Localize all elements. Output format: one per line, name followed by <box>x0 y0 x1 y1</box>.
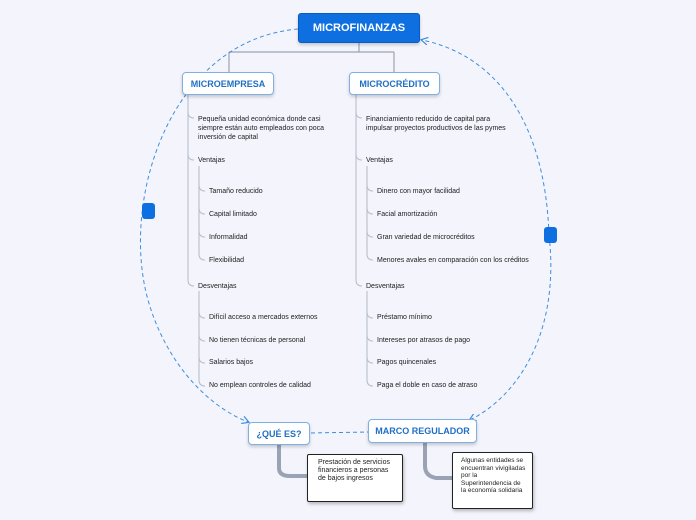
right-tree-trunk <box>355 95 363 287</box>
left-ventajas-branch <box>198 166 206 261</box>
que-es-node[interactable]: ¿QUÉ ES? <box>248 422 310 445</box>
left-ventaja-item: Tamaño reducido <box>209 188 263 195</box>
handle-left[interactable] <box>142 203 155 219</box>
note-connector-left <box>277 445 307 478</box>
root-connector <box>228 42 395 74</box>
right-ventajas-label: Ventajas <box>366 157 393 164</box>
marco-regulador-node[interactable]: MARCO REGULADOR <box>368 419 477 443</box>
right-desventaja-item: Paga el doble en caso de atraso <box>377 382 478 389</box>
left-desventaja-item: Salarios bajos <box>209 359 253 366</box>
loop-arrow-right-up <box>422 40 550 236</box>
left-desventaja-item: No tienen técnicas de personal <box>209 337 306 344</box>
right-desventaja-item: Intereses por atrasos de pago <box>377 337 471 344</box>
left-desventajas-label: Desventajas <box>198 283 237 290</box>
left-ventajas-label: Ventajas <box>198 157 225 164</box>
left-ventaja-item: Informalidad <box>209 234 248 241</box>
microcredito-node[interactable]: MICROCRÉDITO <box>349 72 440 95</box>
marco-regulador-note: Algunas entidades se encuentran vivigila… <box>452 452 533 509</box>
left-tree-trunk <box>187 95 195 287</box>
link-que-es-marco <box>310 431 369 434</box>
root-node[interactable]: MICROFINANZAS <box>298 13 420 43</box>
left-desventaja-item: No emplean controles de calidad <box>209 382 311 389</box>
que-es-note: Prestación de servicios financieros a pe… <box>307 454 403 502</box>
left-desventajas-branch <box>198 291 206 387</box>
right-desventaja-item: Pagos quincenales <box>377 359 437 366</box>
right-ventaja-item: Gran variedad de microcréditos <box>377 234 475 241</box>
microcredito-definition: Financiamiento reducido de capital para … <box>366 116 506 132</box>
left-ventaja-item: Flexibilidad <box>209 257 245 264</box>
right-desventajas-label: Desventajas <box>366 283 405 290</box>
left-ventaja-item: Capital limitado <box>209 211 257 218</box>
right-ventajas-branch <box>366 166 374 261</box>
right-desventaja-item: Préstamo mínimo <box>377 314 432 321</box>
handle-right[interactable] <box>544 227 557 243</box>
note-connector-right <box>423 443 452 480</box>
right-ventaja-item: Dinero con mayor facilidad <box>377 188 460 195</box>
right-desventajas-branch <box>366 291 374 387</box>
left-desventaja-item: Difícil acceso a mercados externos <box>209 314 318 321</box>
microempresa-definition: Pequeña unidad económica donde casi siem… <box>198 116 325 141</box>
right-ventaja-item: Menores avales en comparación con los cr… <box>377 257 529 264</box>
microempresa-node[interactable]: MICROEMPRESA <box>182 72 274 95</box>
right-ventaja-item: Facial amortización <box>377 211 438 218</box>
loop-arrow-right-down <box>470 234 552 420</box>
loop-arrow-left <box>140 28 299 422</box>
